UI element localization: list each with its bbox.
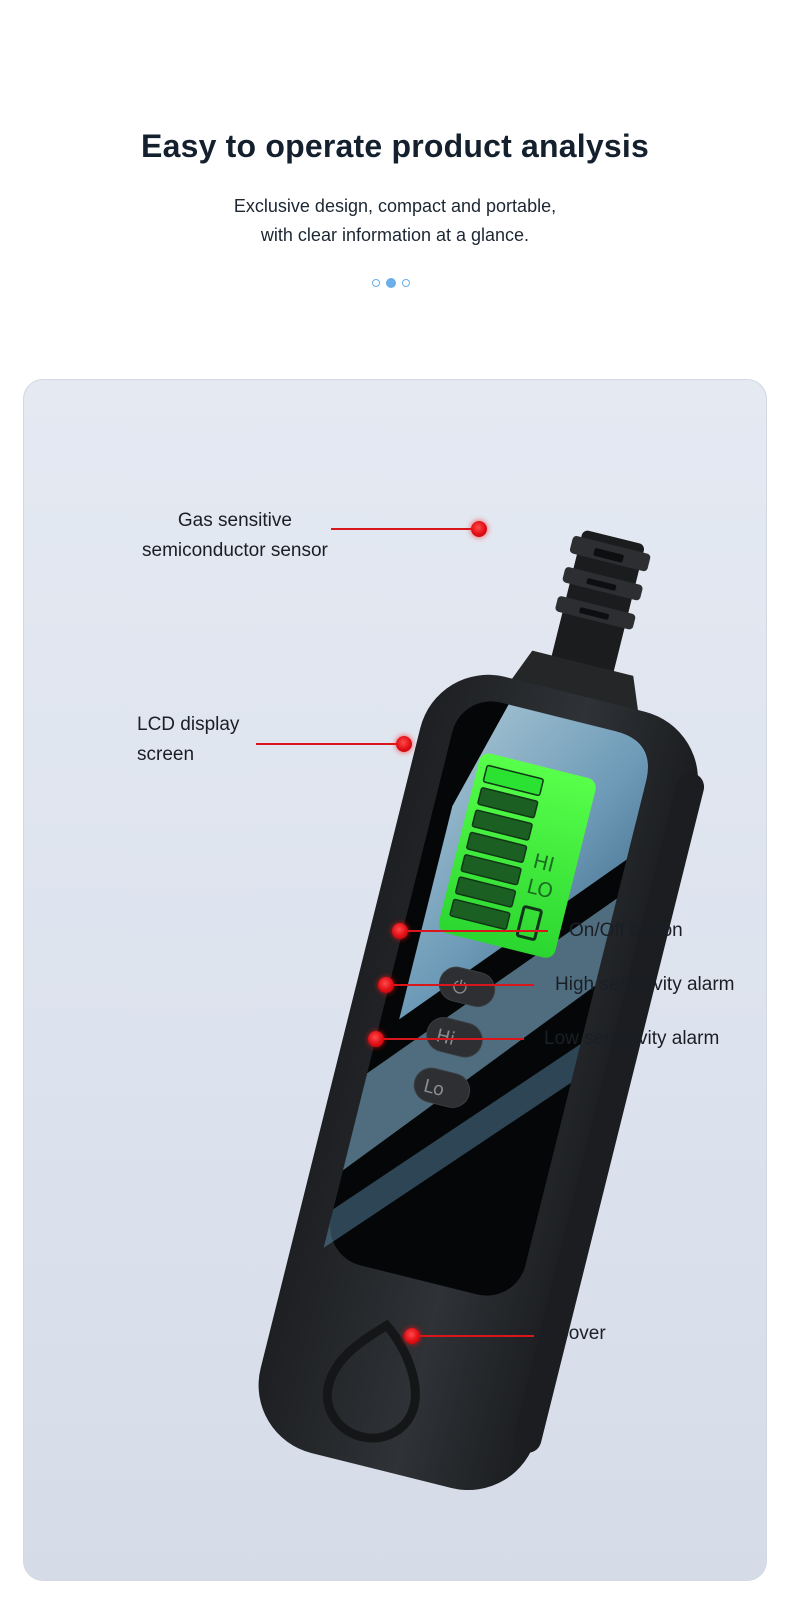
- page-title: Easy to operate product analysis: [141, 128, 649, 164]
- callout-high-alarm: High sensitivity alarm: [555, 974, 735, 995]
- low-button-label: Lo: [421, 1076, 446, 1101]
- lcd-battery-bar: [466, 831, 528, 863]
- cover-marker: [404, 1328, 420, 1344]
- callout-sensor-line-1: Gas sensitive: [177, 510, 292, 531]
- callout-lcd: LCD display screen: [137, 710, 239, 770]
- lcd-battery-icon: [515, 905, 543, 941]
- high-button-label: Hi: [434, 1025, 457, 1050]
- power-icon: ⏻: [450, 976, 469, 1000]
- subtitle-line-2: with clear information at a glance.: [260, 225, 530, 245]
- lcd-battery-bar: [471, 809, 533, 841]
- carousel-dot-1[interactable]: [372, 279, 380, 287]
- callout-sensor: Gas sensitive semiconductor sensor: [142, 506, 328, 566]
- sensor-marker: [471, 521, 487, 537]
- lcd-battery-bar: [477, 787, 539, 819]
- header-section: Easy to operate product analysis Exclusi…: [0, 0, 790, 330]
- lcd-battery-bars: [449, 764, 544, 930]
- callout-lcd-line-2: screen: [137, 744, 195, 765]
- sensor-leader-line: [331, 528, 479, 530]
- carousel-dot-3[interactable]: [402, 279, 410, 287]
- lcd-battery-bar: [482, 764, 544, 797]
- high-alarm-leader-line: [386, 984, 534, 986]
- low-alarm-marker: [368, 1031, 384, 1047]
- subtitle-line-1: Exclusive design, compact and portable,: [233, 196, 557, 216]
- lcd-leader-line: [256, 743, 404, 745]
- page-subtitle: Exclusive design, compact and portable, …: [0, 192, 790, 250]
- high-button[interactable]: Hi: [423, 1014, 486, 1061]
- lcd-battery-bar: [449, 898, 511, 930]
- gas-detector-illustration: HI LO ⏻ Hi Lo: [258, 530, 705, 1491]
- callout-cover: Cover: [555, 1323, 606, 1344]
- lcd-battery-bar: [455, 876, 517, 908]
- carousel-dots: [372, 277, 420, 289]
- callout-sensor-line-2: semiconductor sensor: [142, 540, 328, 561]
- cover-leader-line: [414, 1335, 534, 1337]
- carousel-dot-2[interactable]: [386, 278, 396, 288]
- low-button[interactable]: Lo: [411, 1065, 474, 1112]
- on-off-leader-line: [400, 930, 548, 932]
- callout-on-off: On/Off button: [569, 920, 683, 941]
- high-alarm-marker: [378, 977, 394, 993]
- product-card: HI LO ⏻ Hi Lo: [23, 379, 767, 1581]
- flame-logo-icon: [322, 1319, 420, 1443]
- power-button[interactable]: ⏻: [436, 964, 499, 1011]
- low-alarm-leader-line: [376, 1038, 524, 1040]
- lcd-display: HI LO: [438, 753, 596, 958]
- on-off-marker: [392, 923, 408, 939]
- callout-lcd-line-1: LCD display: [137, 714, 240, 735]
- callout-low-alarm: Low sensitivity alarm: [544, 1028, 720, 1049]
- lcd-marker: [396, 736, 412, 752]
- lcd-battery-bar: [460, 854, 522, 886]
